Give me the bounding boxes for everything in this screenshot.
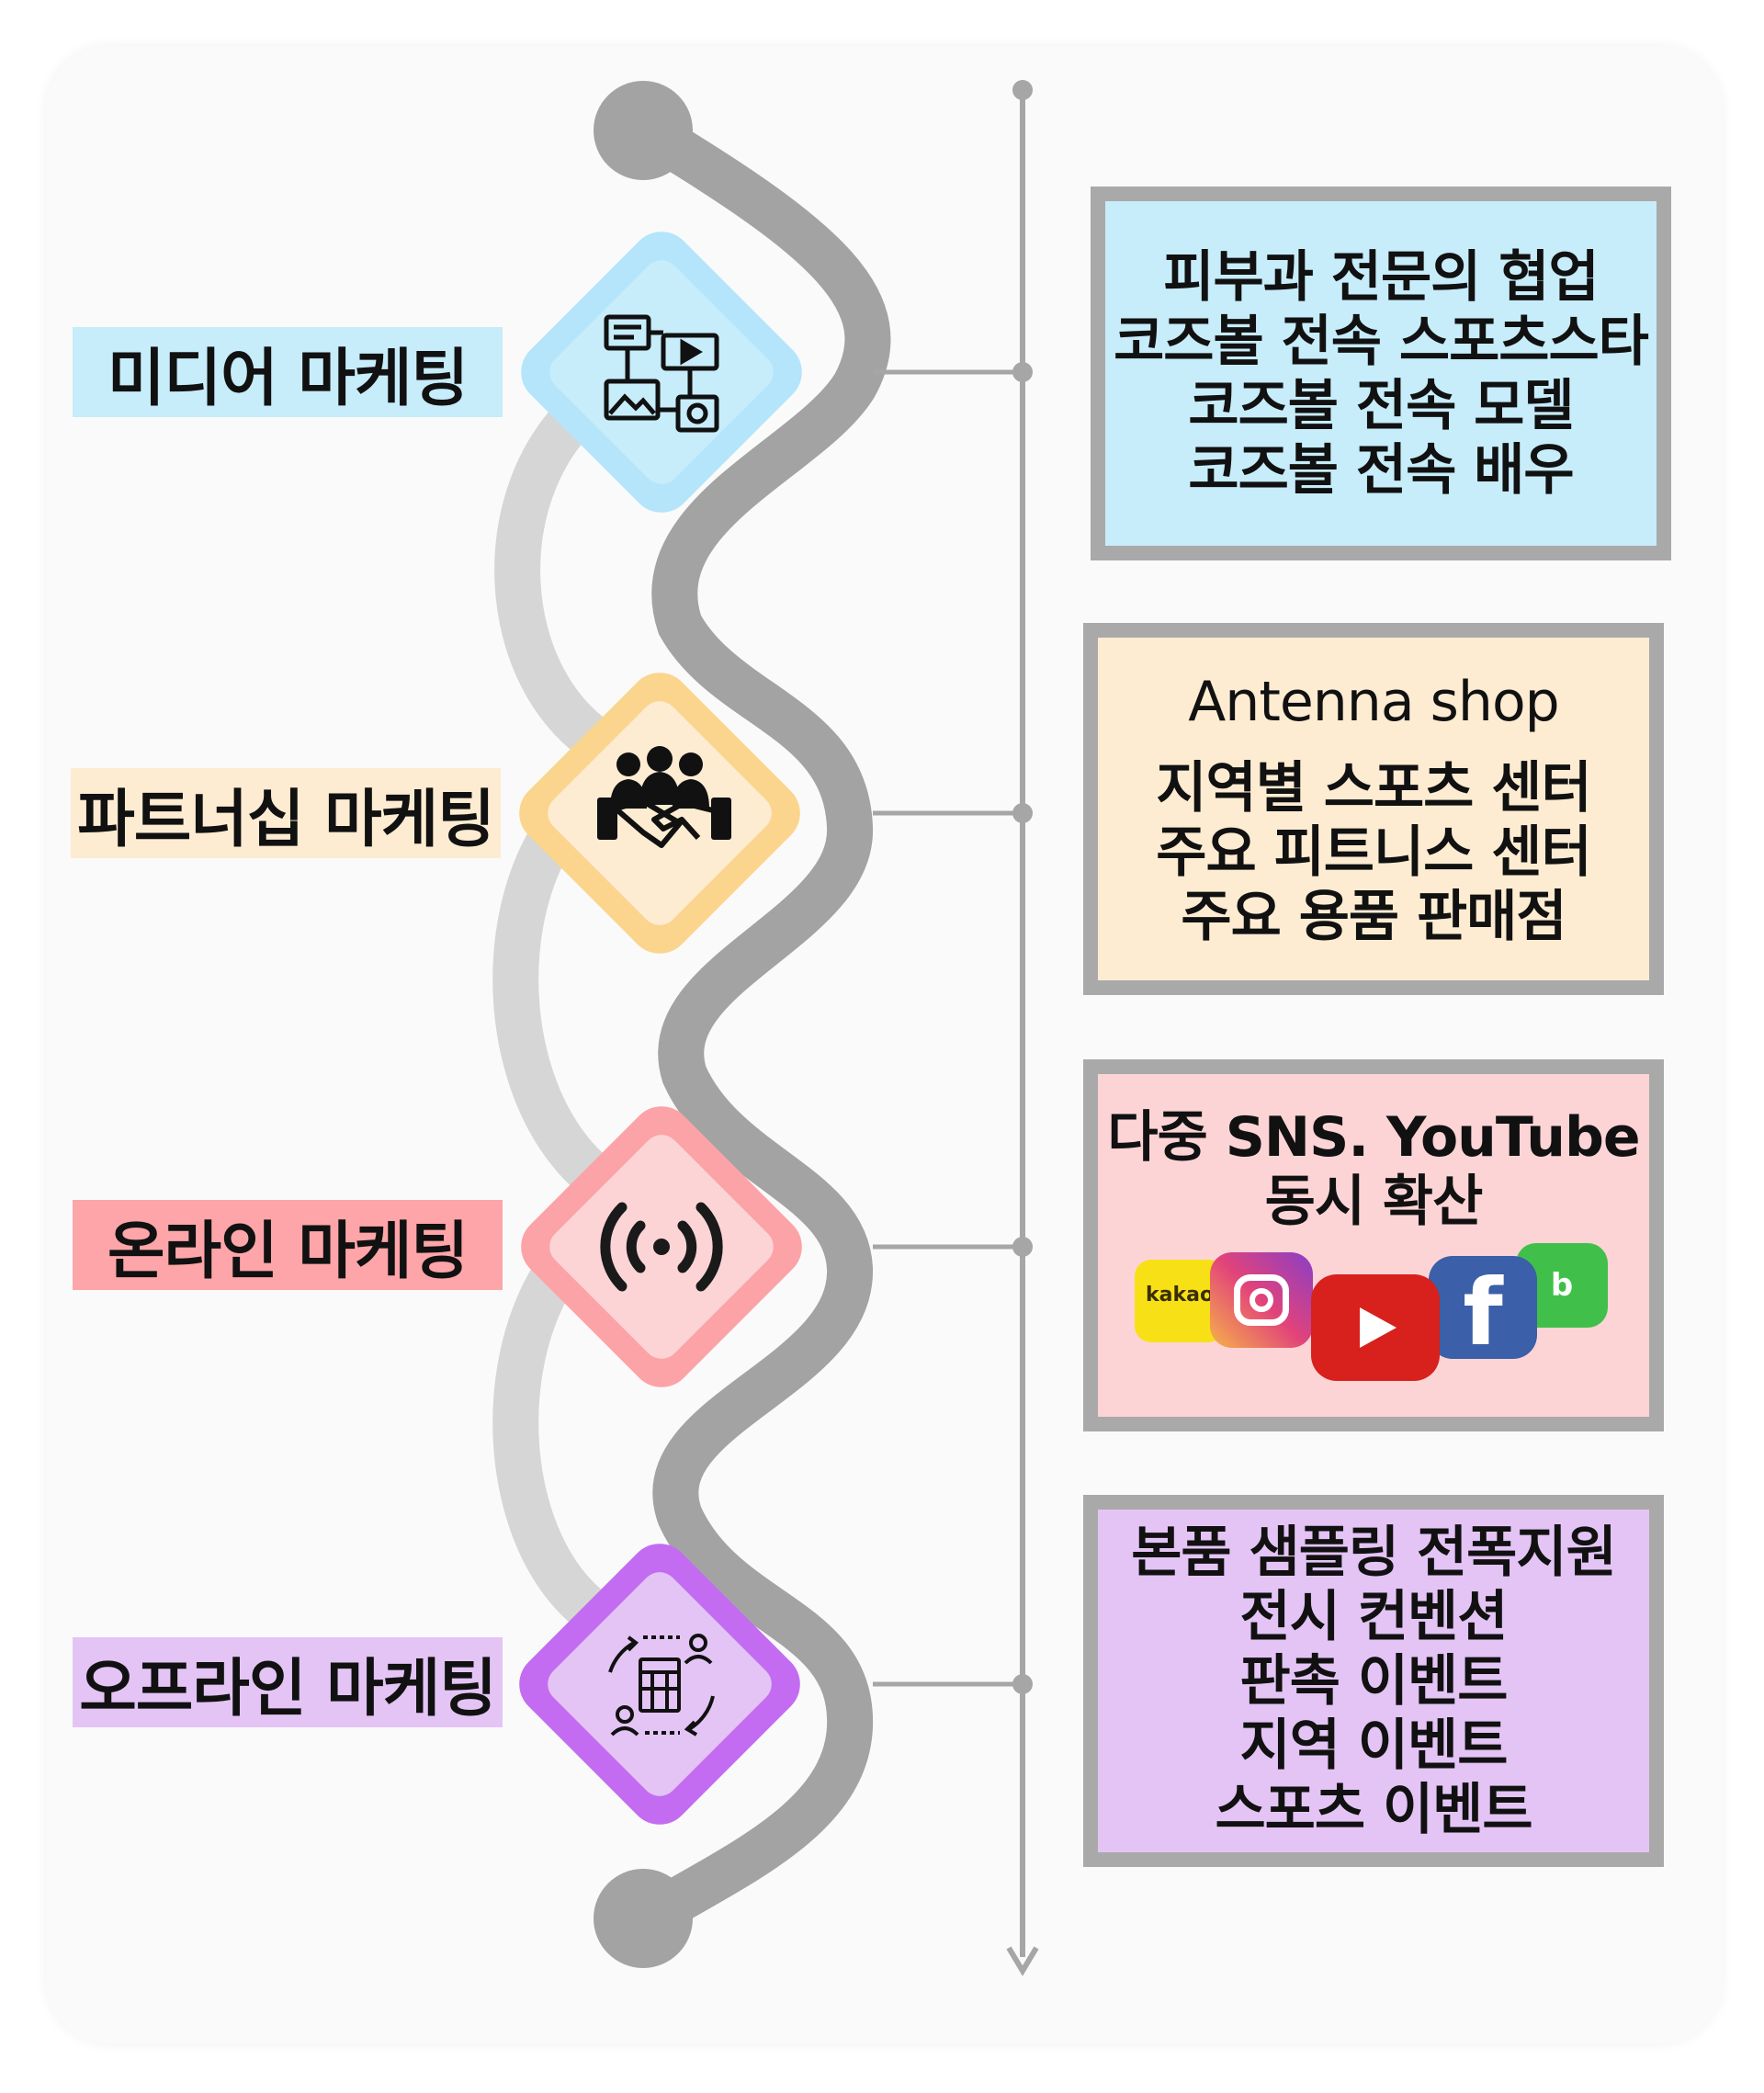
axis-top-dot (1012, 80, 1033, 100)
partnership-line-3: 주요 용품 판매점 (1181, 884, 1566, 949)
kakao-icon: kakao (1135, 1260, 1225, 1342)
axis-arrow-head (1006, 1946, 1039, 1976)
box-offline: 본품 샘플링 전폭지원 전시 컨벤션 판촉 이벤트 지역 이벤트 스포츠 이벤트 (1083, 1495, 1664, 1867)
media-line-2: 코즈볼 전속 스포츠스타 (1114, 309, 1649, 374)
handshake-team-icon (597, 746, 731, 848)
connector-2 (873, 803, 1033, 823)
label-offline-marketing: 오프라인 마케팅 (73, 1637, 503, 1727)
media-line-1: 피부과 전문의 협업 (1163, 244, 1599, 310)
media-line-3: 코즈볼 전속 모델 (1188, 373, 1574, 438)
offline-store-cycle-icon (608, 1634, 715, 1737)
offline-line-2: 전시 컨벤션 (1239, 1584, 1509, 1649)
sns-logo-cluster: kakao b f (1135, 1243, 1612, 1381)
partnership-line-1: 지역별 스포츠 센터 (1156, 755, 1591, 820)
diamond-offline (519, 1544, 800, 1825)
facebook-icon: f (1429, 1256, 1537, 1359)
broadcast-signal-icon (600, 1202, 723, 1292)
connector-1 (873, 362, 1033, 382)
offline-line-5: 스포츠 이벤트 (1215, 1777, 1532, 1842)
box-online: 다중 SNS. YouTube 동시 확산 kakao b f (1083, 1059, 1664, 1431)
connector-4 (873, 1674, 1033, 1694)
box-media: 피부과 전문의 협업 코즈볼 전속 스포츠스타 코즈볼 전속 모델 코즈볼 전속… (1091, 187, 1671, 560)
partnership-title: Antenna shop (1188, 669, 1559, 734)
media-line-4: 코즈볼 전속 배우 (1188, 437, 1574, 503)
offline-line-1: 본품 샘플링 전폭지원 (1131, 1520, 1617, 1585)
connector-3 (873, 1237, 1033, 1257)
partnership-line-2: 주요 피트니스 센터 (1156, 820, 1591, 885)
diamond-media (521, 232, 802, 513)
label-online-marketing: 온라인 마케팅 (73, 1200, 503, 1290)
main-road (620, 106, 891, 1943)
label-partnership-marketing: 파트너십 마케팅 (71, 768, 501, 858)
box-partnership: Antenna shop 지역별 스포츠 센터 주요 피트니스 센터 주요 용품… (1083, 623, 1664, 995)
road-start-dot (594, 81, 693, 180)
label-media-marketing: 미디어 마케팅 (73, 327, 503, 417)
instagram-glyph (1234, 1274, 1289, 1326)
offline-line-3: 판촉 이벤트 (1239, 1648, 1509, 1714)
online-line-1: 다중 SNS. YouTube (1107, 1105, 1640, 1170)
road-end-dot (594, 1869, 693, 1968)
offline-line-4: 지역 이벤트 (1239, 1713, 1509, 1778)
online-line-2: 동시 확산 (1264, 1170, 1484, 1234)
instagram-lens (1250, 1288, 1273, 1312)
media-workflow-icon (604, 314, 719, 433)
youtube-play-glyph (1360, 1307, 1396, 1348)
back-road (492, 345, 724, 1658)
